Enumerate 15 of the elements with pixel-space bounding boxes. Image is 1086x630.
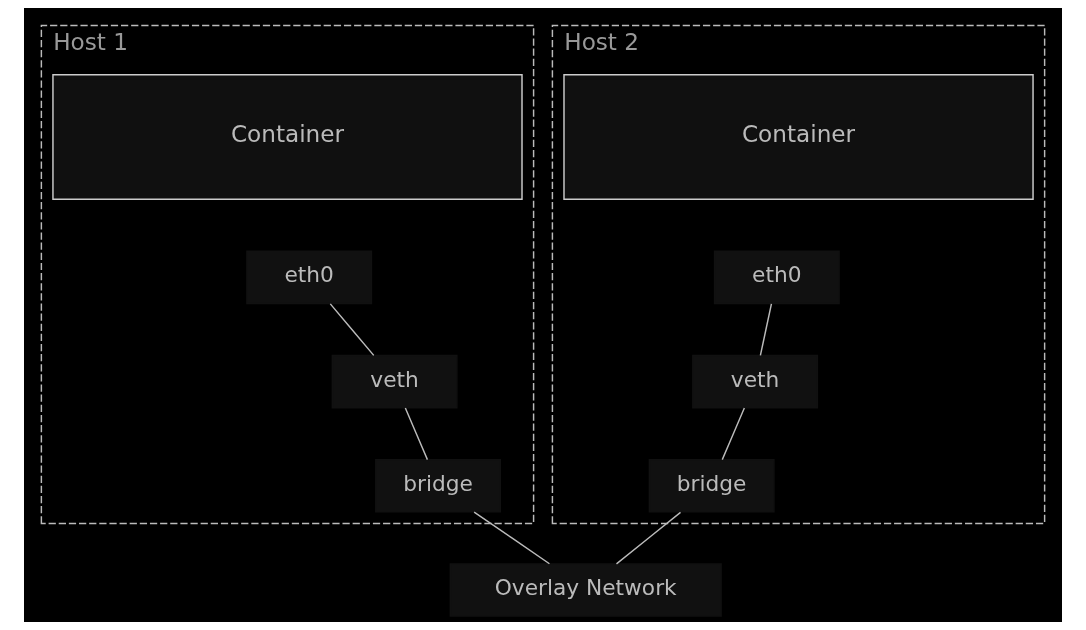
node-box: Container xyxy=(52,73,523,200)
connector xyxy=(759,303,773,357)
node-box: veth xyxy=(331,354,458,409)
connector xyxy=(404,407,429,461)
connector xyxy=(473,511,551,565)
node-box: eth0 xyxy=(246,250,373,305)
node-box: Overlay Network xyxy=(449,563,722,617)
node-box: bridge xyxy=(648,459,775,513)
connector xyxy=(329,303,375,357)
node-box: bridge xyxy=(375,459,501,513)
connector xyxy=(721,407,746,461)
node-box: veth xyxy=(692,354,819,409)
connector xyxy=(615,511,682,565)
node-box: eth0 xyxy=(713,250,840,305)
node-box: Container xyxy=(563,73,1034,200)
